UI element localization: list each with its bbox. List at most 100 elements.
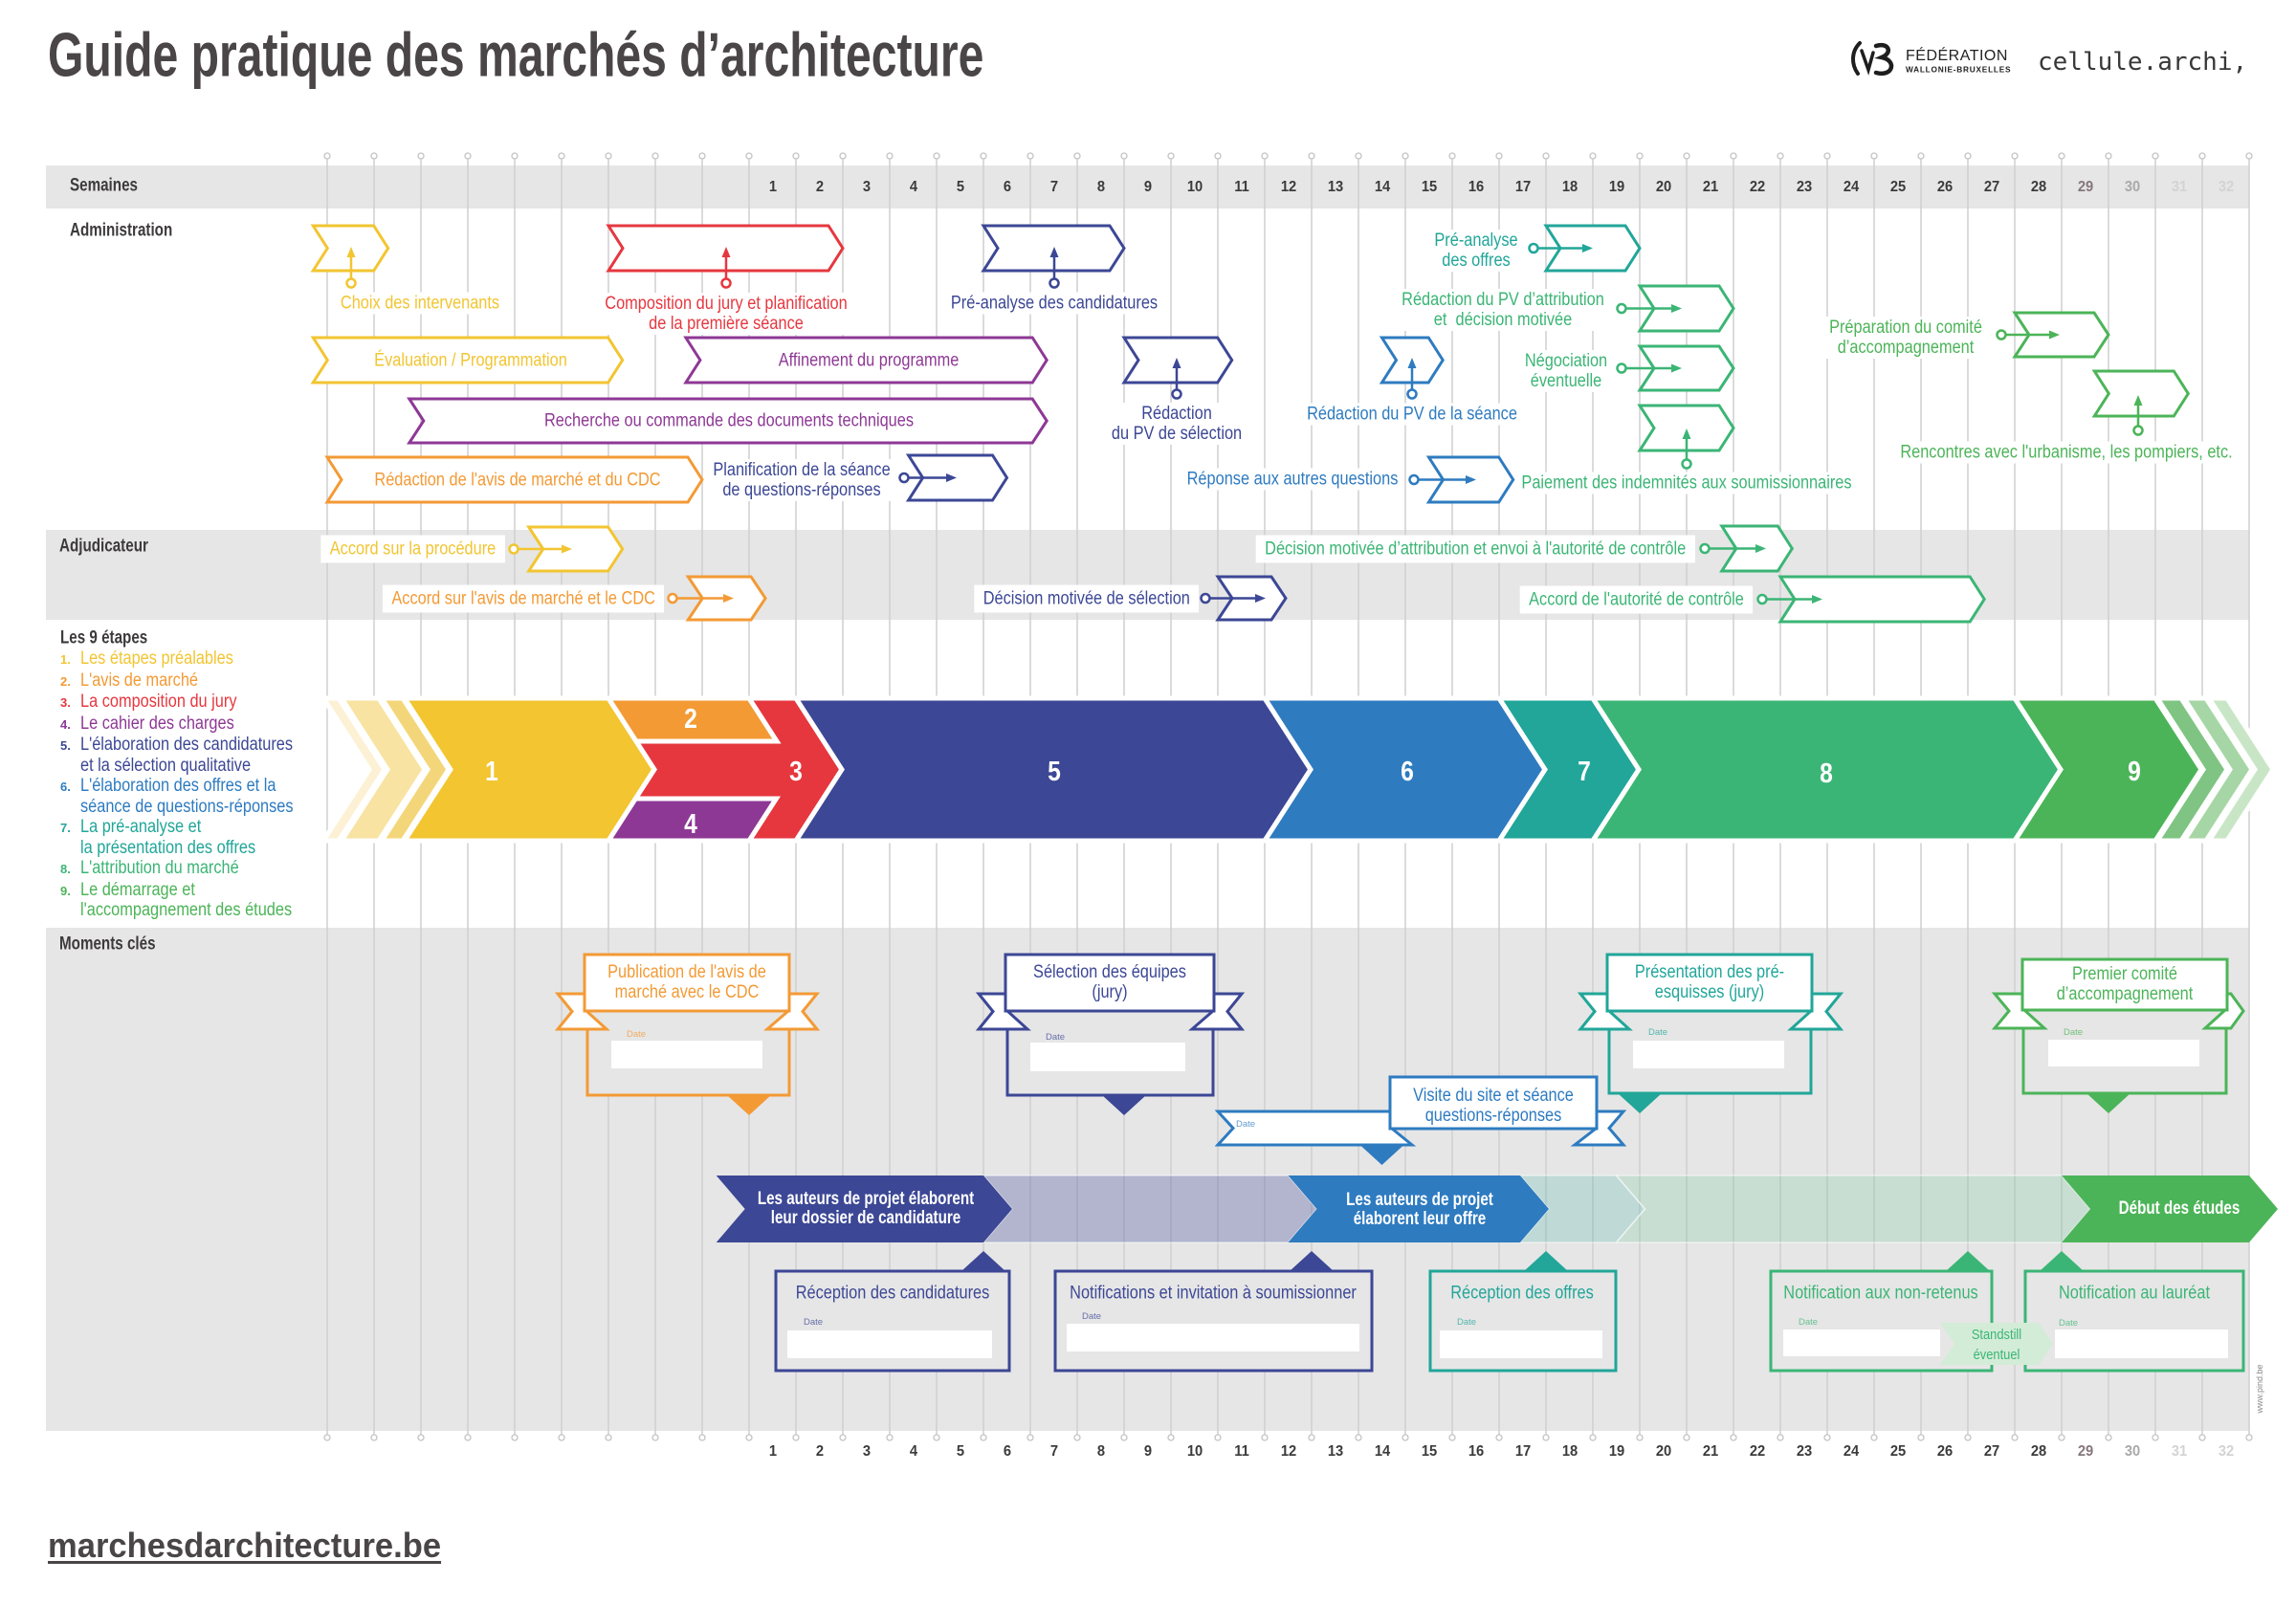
connector-dot [2132,425,2144,436]
date-input-premier-comite[interactable] [2048,1040,2199,1066]
task-label-rencontres-urbanisme: Rencontres avec l'urbanisme, les pompier… [1896,441,2237,464]
week-number: 1 [768,179,777,195]
page-title: Guide pratique des marchés d’architectur… [48,19,984,90]
week-number: 9 [1143,179,1152,195]
chevron-redaction-pv-selection [1121,336,1234,385]
grid-pin-top [1073,152,1081,160]
steps-section-label: Les 9 étapes [60,627,148,648]
fade-in-stripe [319,695,387,844]
week-number: 16 [1468,1443,1484,1460]
week-number: 28 [2030,179,2046,195]
legend-item: 6.L'élaboration des offres et la séance … [60,776,328,817]
arrowhead-icon [1755,544,1766,553]
legend-number: 4. [60,716,71,732]
logo-stroke [1873,42,1894,77]
card-pointer [727,1095,771,1115]
grid-pin-bottom [745,1434,753,1441]
grid-pin-top [558,152,565,160]
date-input-reception-candidatures[interactable] [787,1330,992,1358]
task-label-affinement-du-programme: Affinement du programme [774,349,963,371]
grid-pin-bottom [1120,1434,1128,1441]
legend-text: Les étapes préalables [80,648,233,669]
date-input-selection-equipes[interactable] [1030,1043,1185,1071]
redaction-pv-attribution-connector [1616,302,1682,315]
week-number: 22 [1749,1443,1765,1460]
step-number-9: 9 [2128,757,2141,787]
grid-pin-bottom [1870,1434,1878,1441]
task-label-redaction-avis-cdc: Rédaction de l'avis de marché et du CDC [370,469,665,491]
arrowhead-icon [1812,595,1822,604]
card-pointer [1290,1251,1334,1271]
website-link[interactable]: marchesdarchitecture.be [48,1526,442,1565]
legend-number: 8. [60,862,71,876]
date-label: Date [2064,1027,2084,1038]
grid-pin-bottom [1964,1434,1972,1441]
grid-pin-top [1027,152,1034,160]
date-input-presentation-pre-esquisses[interactable] [1633,1041,1784,1068]
week-number: 1 [768,1443,777,1460]
moments-section-label: Moments clés [59,934,156,955]
task-label-planification-seance: Planification de la séance de questions-… [709,458,894,501]
weeks-band [46,165,2249,209]
arrowhead-icon [1049,247,1059,257]
fade-out-stripe [2152,695,2230,844]
standstill-chevron [1940,1323,2053,1365]
week-number: 4 [909,179,917,195]
grid-pin-bottom [1214,1434,1222,1441]
fwb-logo-subtitle: WALLONIE-BRUXELLES [1906,64,2012,74]
approval-label-accord-avis-cdc: Accord sur l'avis de marché et le CDC [382,584,664,612]
chevron-paiement-indemnites [1637,404,1735,452]
task-label-pre-analyse-des-offres: Pré-analyse des offres [1430,230,1522,272]
date-label: Date [1457,1317,1477,1328]
grid-pin-top [370,152,378,160]
legend-item: 8. L'attribution du marché [60,858,328,880]
date-input-publication[interactable] [611,1041,762,1068]
legend-text: L'élaboration des candidatures et la sél… [80,735,294,776]
connector-dot [1996,329,2007,341]
fwb-logo-name: FÉDÉRATION [1906,48,2008,64]
date-label: Date [1799,1317,1819,1328]
week-number: 10 [1186,179,1203,195]
week-number: 2 [815,179,824,195]
date-input-visite-du-site[interactable] [1263,1115,1387,1141]
date-input-notification-non-retenus[interactable] [1783,1329,1940,1356]
fade-out-stripe [2179,695,2255,844]
week-number: 10 [1186,1443,1203,1460]
connector-dot [1406,388,1418,400]
week-number: 13 [1327,1443,1343,1460]
week-number: 6 [1003,1443,1011,1460]
task-label-redaction-pv-attribution: Rédaction du PV d’attribution et décisio… [1397,289,1609,331]
grid-pin-bottom [839,1434,847,1441]
week-number: 19 [1608,1443,1624,1460]
arrowhead-icon [721,247,731,257]
legend-text: L'attribution du marché [80,858,239,878]
arrowhead-icon [562,544,572,554]
phase-transition [1614,1175,2091,1243]
task-label-preparation-comite: Préparation du comité d’accompagnement [1824,316,1987,359]
grid-pin-top [1730,152,1737,160]
card-pointer [1359,1145,1404,1165]
grid-pin-top [417,152,425,160]
grid-pin-top [886,152,894,160]
task-label-recherche-documents: Recherche ou commande des documents tech… [540,409,918,432]
grid-pin-top [1495,152,1503,160]
card-banner [583,953,791,1013]
week-number: 20 [1655,1443,1671,1460]
arrowhead-icon [2049,330,2060,340]
date-input-notification-laureat[interactable] [2055,1329,2228,1358]
date-label: Date [1082,1311,1102,1322]
week-number: 7 [1049,179,1058,195]
phase-offre [1288,1176,1549,1242]
decision-attribution-connector [1699,542,1766,555]
nine-steps-band [319,695,2276,844]
week-number: 11 [1233,1443,1249,1460]
date-input-notifications-invitation[interactable] [1067,1324,1359,1351]
arrowhead-icon [1407,358,1417,368]
legend-number: 6. [60,780,71,794]
date-input-reception-offres[interactable] [1440,1330,1602,1358]
task-label-negociation: Négociation éventuelle [1520,349,1612,392]
week-number: 16 [1468,179,1484,195]
grid-pin-bottom [1448,1434,1456,1441]
grid-pin-top [1870,152,1878,160]
